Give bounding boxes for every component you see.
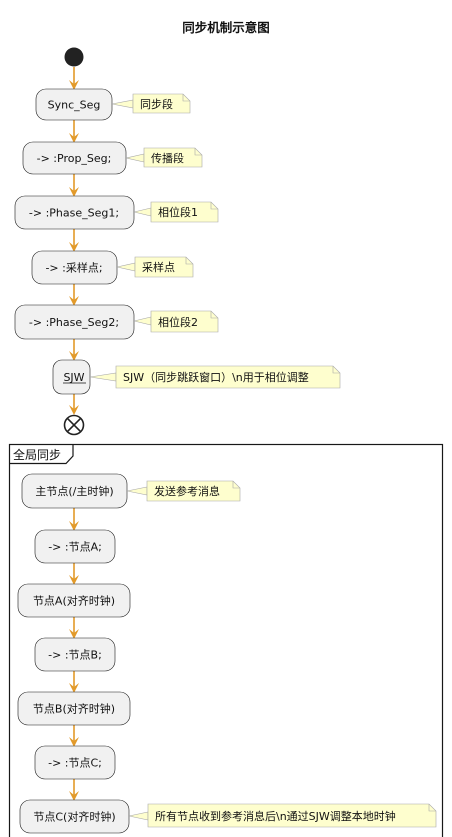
activity-label: Sync_Seg [48, 99, 101, 112]
diagram-title: 同步机制示意图 [182, 20, 270, 35]
note-sync-seg: 同步段 [111, 93, 191, 114]
note-sample-point: 采样点 [116, 256, 194, 278]
note-label: 传播段 [151, 151, 184, 165]
activity-label: 节点A(对齐时钟) [33, 594, 115, 608]
partition-global-sync: 全局同步 [8, 443, 444, 837]
activity-label: SJW [63, 371, 84, 384]
activity-label: -> :Phase_Seg1; [29, 207, 119, 220]
activity-label: 主节点(/主时钟) [35, 484, 113, 498]
activity-label: 节点B(对齐时钟) [33, 702, 115, 716]
start-node [64, 47, 84, 67]
note-label: 相位段1 [158, 205, 198, 219]
activity-to-node-c: -> :节点C; [34, 745, 116, 780]
note-label: 发送参考消息 [154, 484, 220, 498]
activity-master-node: 主节点(/主时钟) [21, 473, 128, 509]
note-prop-seg: 传播段 [125, 147, 203, 168]
note-adjust-clock: 所有节点收到参考消息后\n通过SJW调整本地时钟 [128, 803, 437, 828]
activity-node-b: 节点B(对齐时钟) [17, 691, 131, 726]
activity-prop-seg: -> :Prop_Seg; [22, 141, 127, 175]
activity-label: -> :Prop_Seg; [37, 152, 112, 165]
note-label: SJW（同步跳跃窗口）\n用于相位调整 [123, 370, 309, 384]
activity-label: -> :节点C; [48, 757, 102, 770]
activity-node-a: 节点A(对齐时钟) [17, 583, 131, 618]
note-phase-seg2: 相位段2 [133, 310, 219, 333]
activity-phase-seg2: -> :Phase_Seg2; [14, 304, 135, 340]
activity-label: -> :节点B; [48, 649, 102, 662]
activity-sync-seg: Sync_Seg [35, 88, 113, 121]
note-phase-seg1: 相位段1 [133, 201, 219, 223]
activity-to-node-b: -> :节点B; [34, 637, 116, 672]
note-send-reference: 发送参考消息 [126, 480, 241, 502]
activity-node-c: 节点C(对齐时钟) [19, 799, 130, 834]
partition-label: 全局同步 [13, 447, 61, 462]
activity-sjw: SJW [52, 359, 91, 395]
activity-label: -> :节点A; [48, 541, 102, 554]
note-label: 所有节点收到参考消息后\n通过SJW调整本地时钟 [155, 809, 396, 823]
note-sjw: SJW（同步跳跃窗口）\n用于相位调整 [89, 365, 341, 389]
end-node [63, 414, 85, 436]
activity-sample-point: -> :采样点; [31, 250, 118, 285]
activity-label: -> :采样点; [45, 261, 102, 275]
note-label: 同步段 [140, 97, 173, 111]
activity-to-node-a: -> :节点A; [34, 529, 116, 564]
activity-label: 节点C(对齐时钟) [33, 810, 115, 824]
note-label: 相位段2 [158, 315, 198, 329]
activity-label: -> :Phase_Seg2; [29, 316, 119, 329]
note-label: 采样点 [142, 260, 175, 274]
flow-arrows [69, 67, 79, 801]
activity-phase-seg1: -> :Phase_Seg1; [14, 195, 135, 230]
